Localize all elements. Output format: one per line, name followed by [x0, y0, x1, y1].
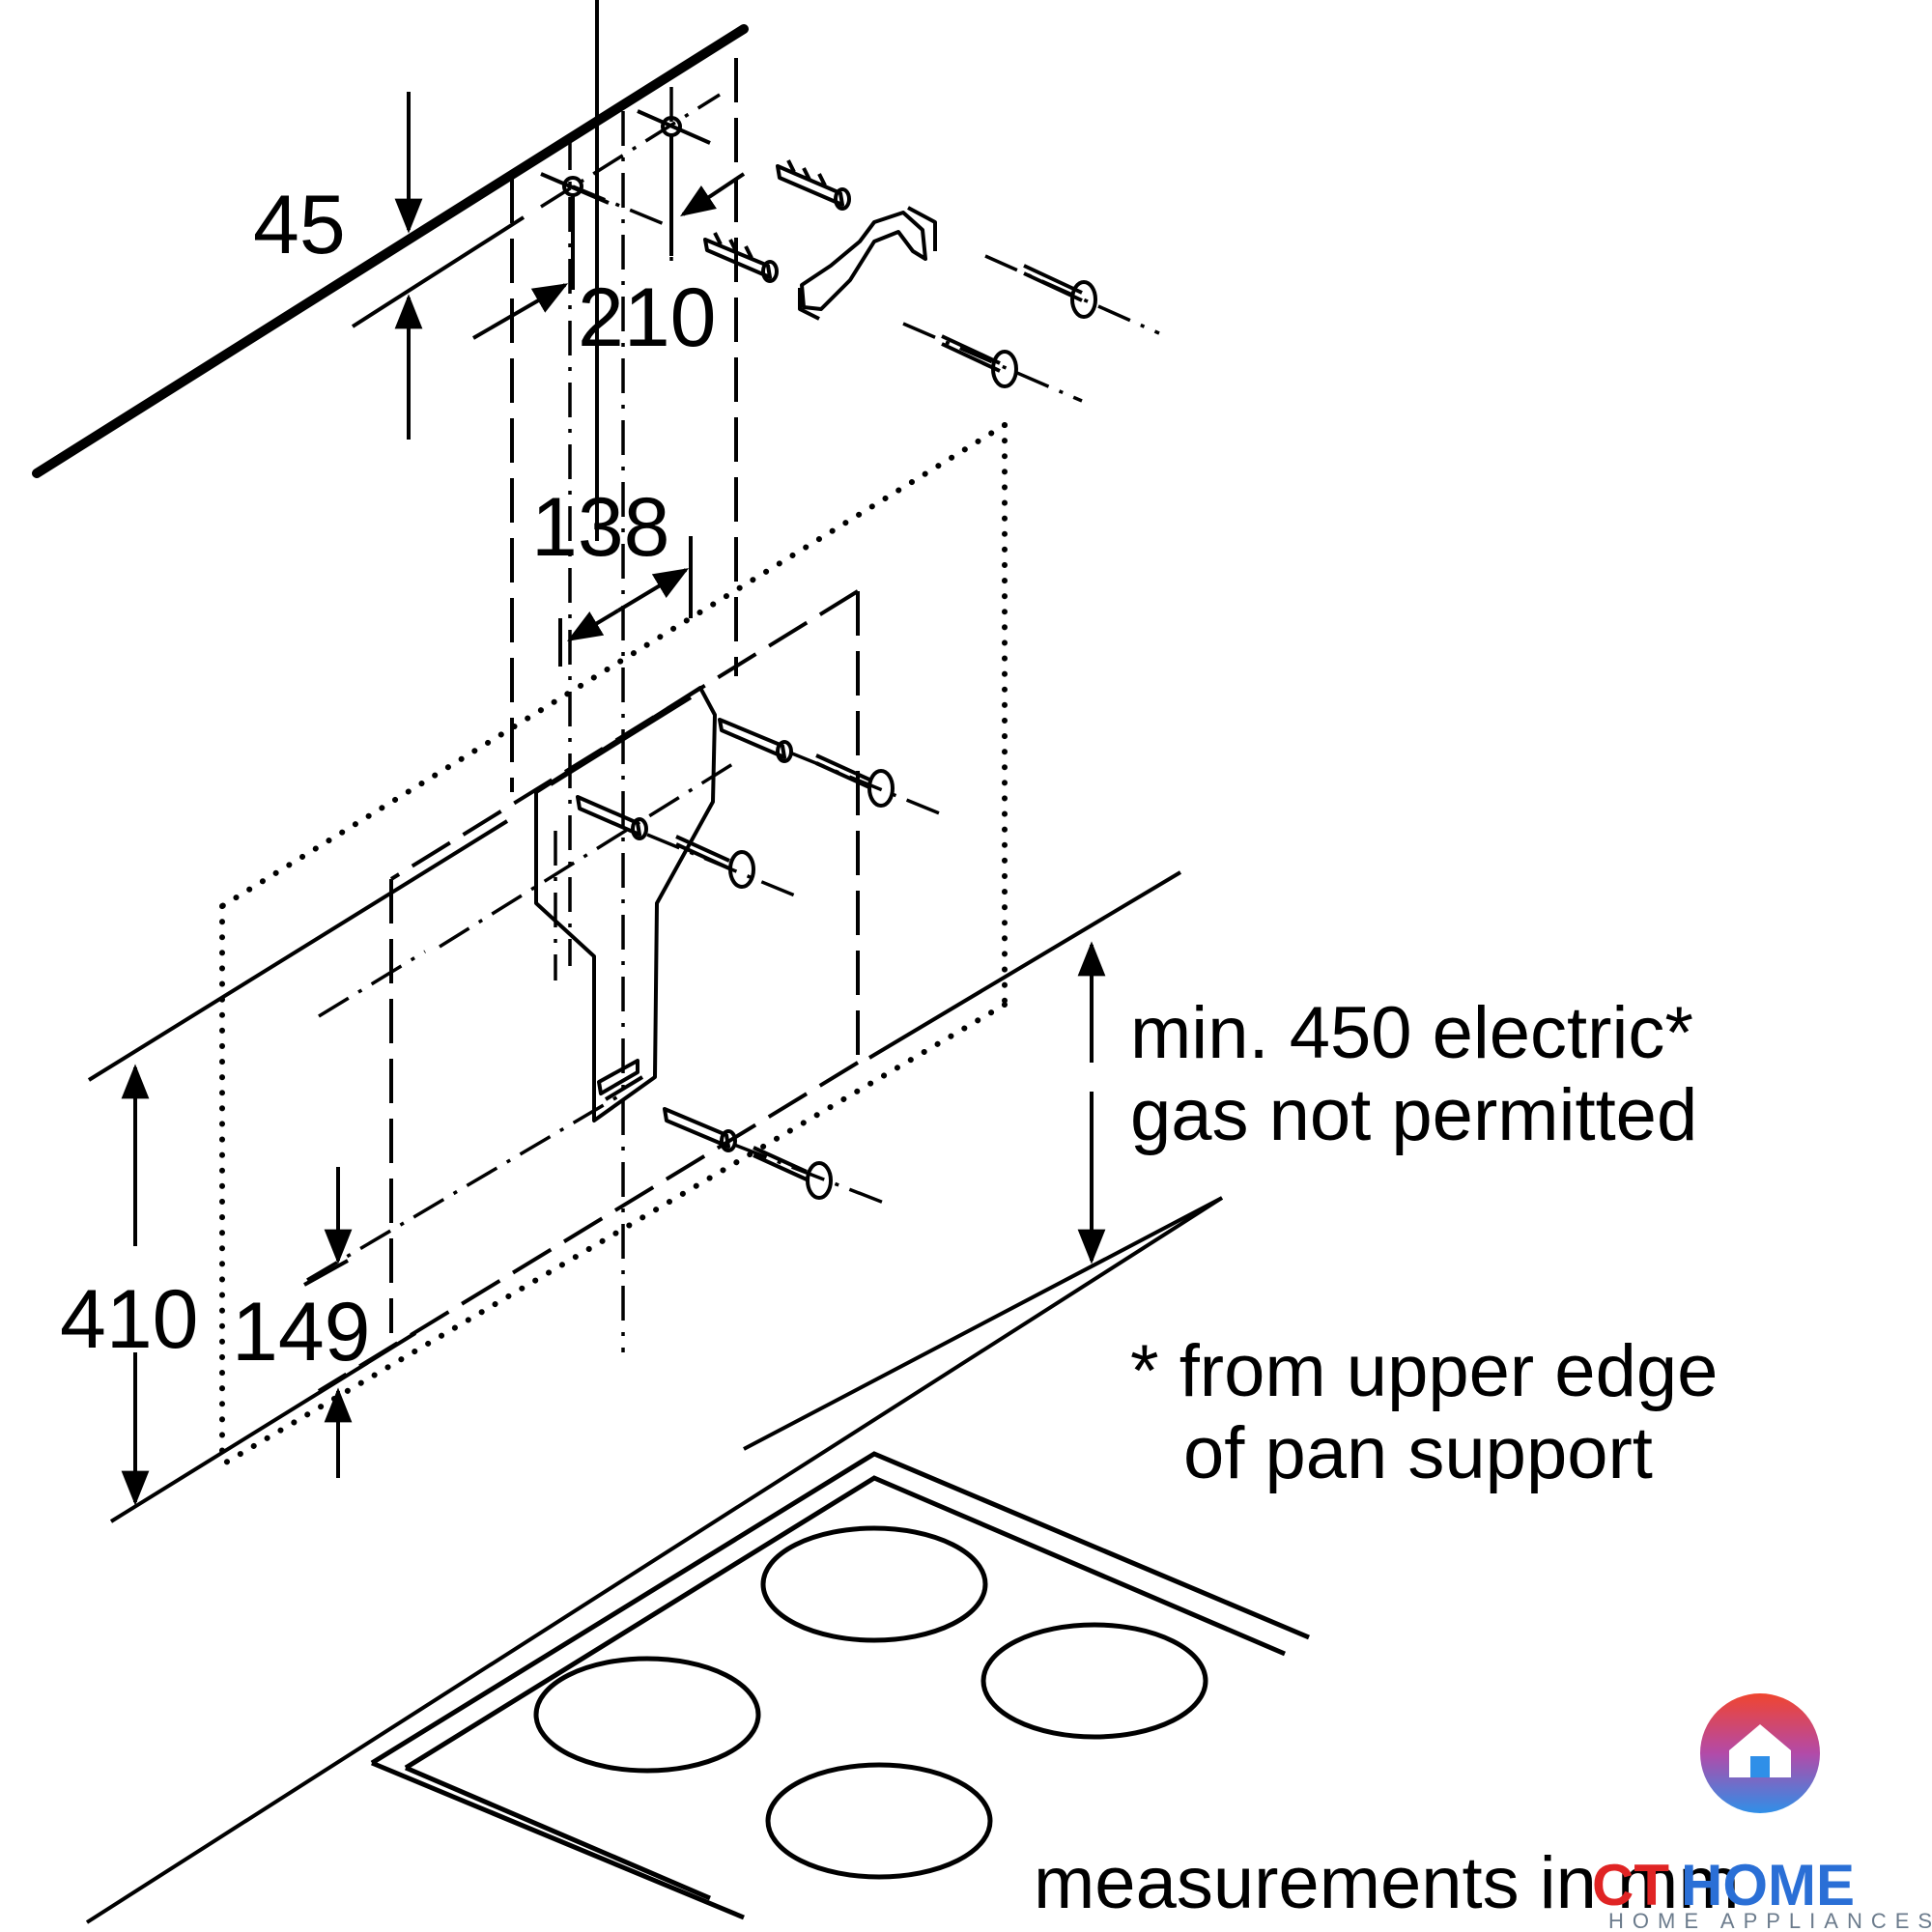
screw-icon	[733, 1143, 885, 1205]
notes: min. 450 electric* gas not permitted * f…	[1130, 992, 1718, 1494]
wall-plug-icon	[703, 232, 779, 283]
note-gas: gas not permitted	[1130, 1074, 1697, 1156]
house-icon	[1729, 1724, 1791, 1777]
burner-icon	[765, 1762, 993, 1880]
upper-fixings	[703, 159, 1160, 403]
wall-plug-icon	[776, 159, 851, 211]
logo-ct: CT	[1592, 1853, 1669, 1918]
brand-logo: CT HOME HOME APPLIANCES	[1592, 1693, 1932, 1932]
burner-icon	[980, 1622, 1208, 1740]
dimension-410-label: 410	[60, 1273, 199, 1366]
units-note: measurements in mm	[1034, 1842, 1740, 1924]
ceiling	[32, 24, 749, 478]
note-pan-support: of pan support	[1183, 1412, 1653, 1494]
mounting-bracket-icon	[798, 206, 937, 321]
dimension-138: 138	[531, 0, 693, 667]
dimension-210: 210	[471, 135, 746, 364]
dimension-149: 149	[232, 1167, 371, 1478]
screw-icon	[902, 322, 1083, 403]
wall-plug-icon	[663, 1107, 737, 1152]
dimension-210-label: 210	[578, 271, 717, 364]
burner-icon	[760, 1525, 988, 1643]
screw-icon	[791, 752, 948, 818]
chimney-outline	[317, 589, 860, 1393]
dimension-45: 45	[253, 92, 423, 440]
note-electric: min. 450 electric*	[1130, 992, 1693, 1074]
burner-icon	[533, 1656, 761, 1774]
wall-plug-icon	[718, 718, 793, 763]
dimension-149-label: 149	[232, 1286, 371, 1378]
construction-lines	[351, 58, 738, 1352]
middle-fixings	[318, 718, 948, 1018]
dimension-410: 410	[60, 1064, 199, 1506]
logo-home: HOME	[1681, 1853, 1855, 1918]
mounting-plate	[534, 686, 717, 1122]
reference-lines	[85, 819, 1224, 1924]
screw-icon	[984, 254, 1160, 335]
dimension-138-label: 138	[531, 481, 670, 574]
cooktop	[370, 1451, 1310, 1920]
screw-icon	[646, 833, 803, 900]
lower-fixings	[306, 1094, 885, 1282]
dimension-45-label: 45	[253, 179, 346, 271]
wall-plug-icon	[576, 795, 648, 840]
note-footnote: * from upper edge	[1130, 1330, 1718, 1412]
logo-tagline: HOME APPLIANCES	[1608, 1909, 1932, 1932]
